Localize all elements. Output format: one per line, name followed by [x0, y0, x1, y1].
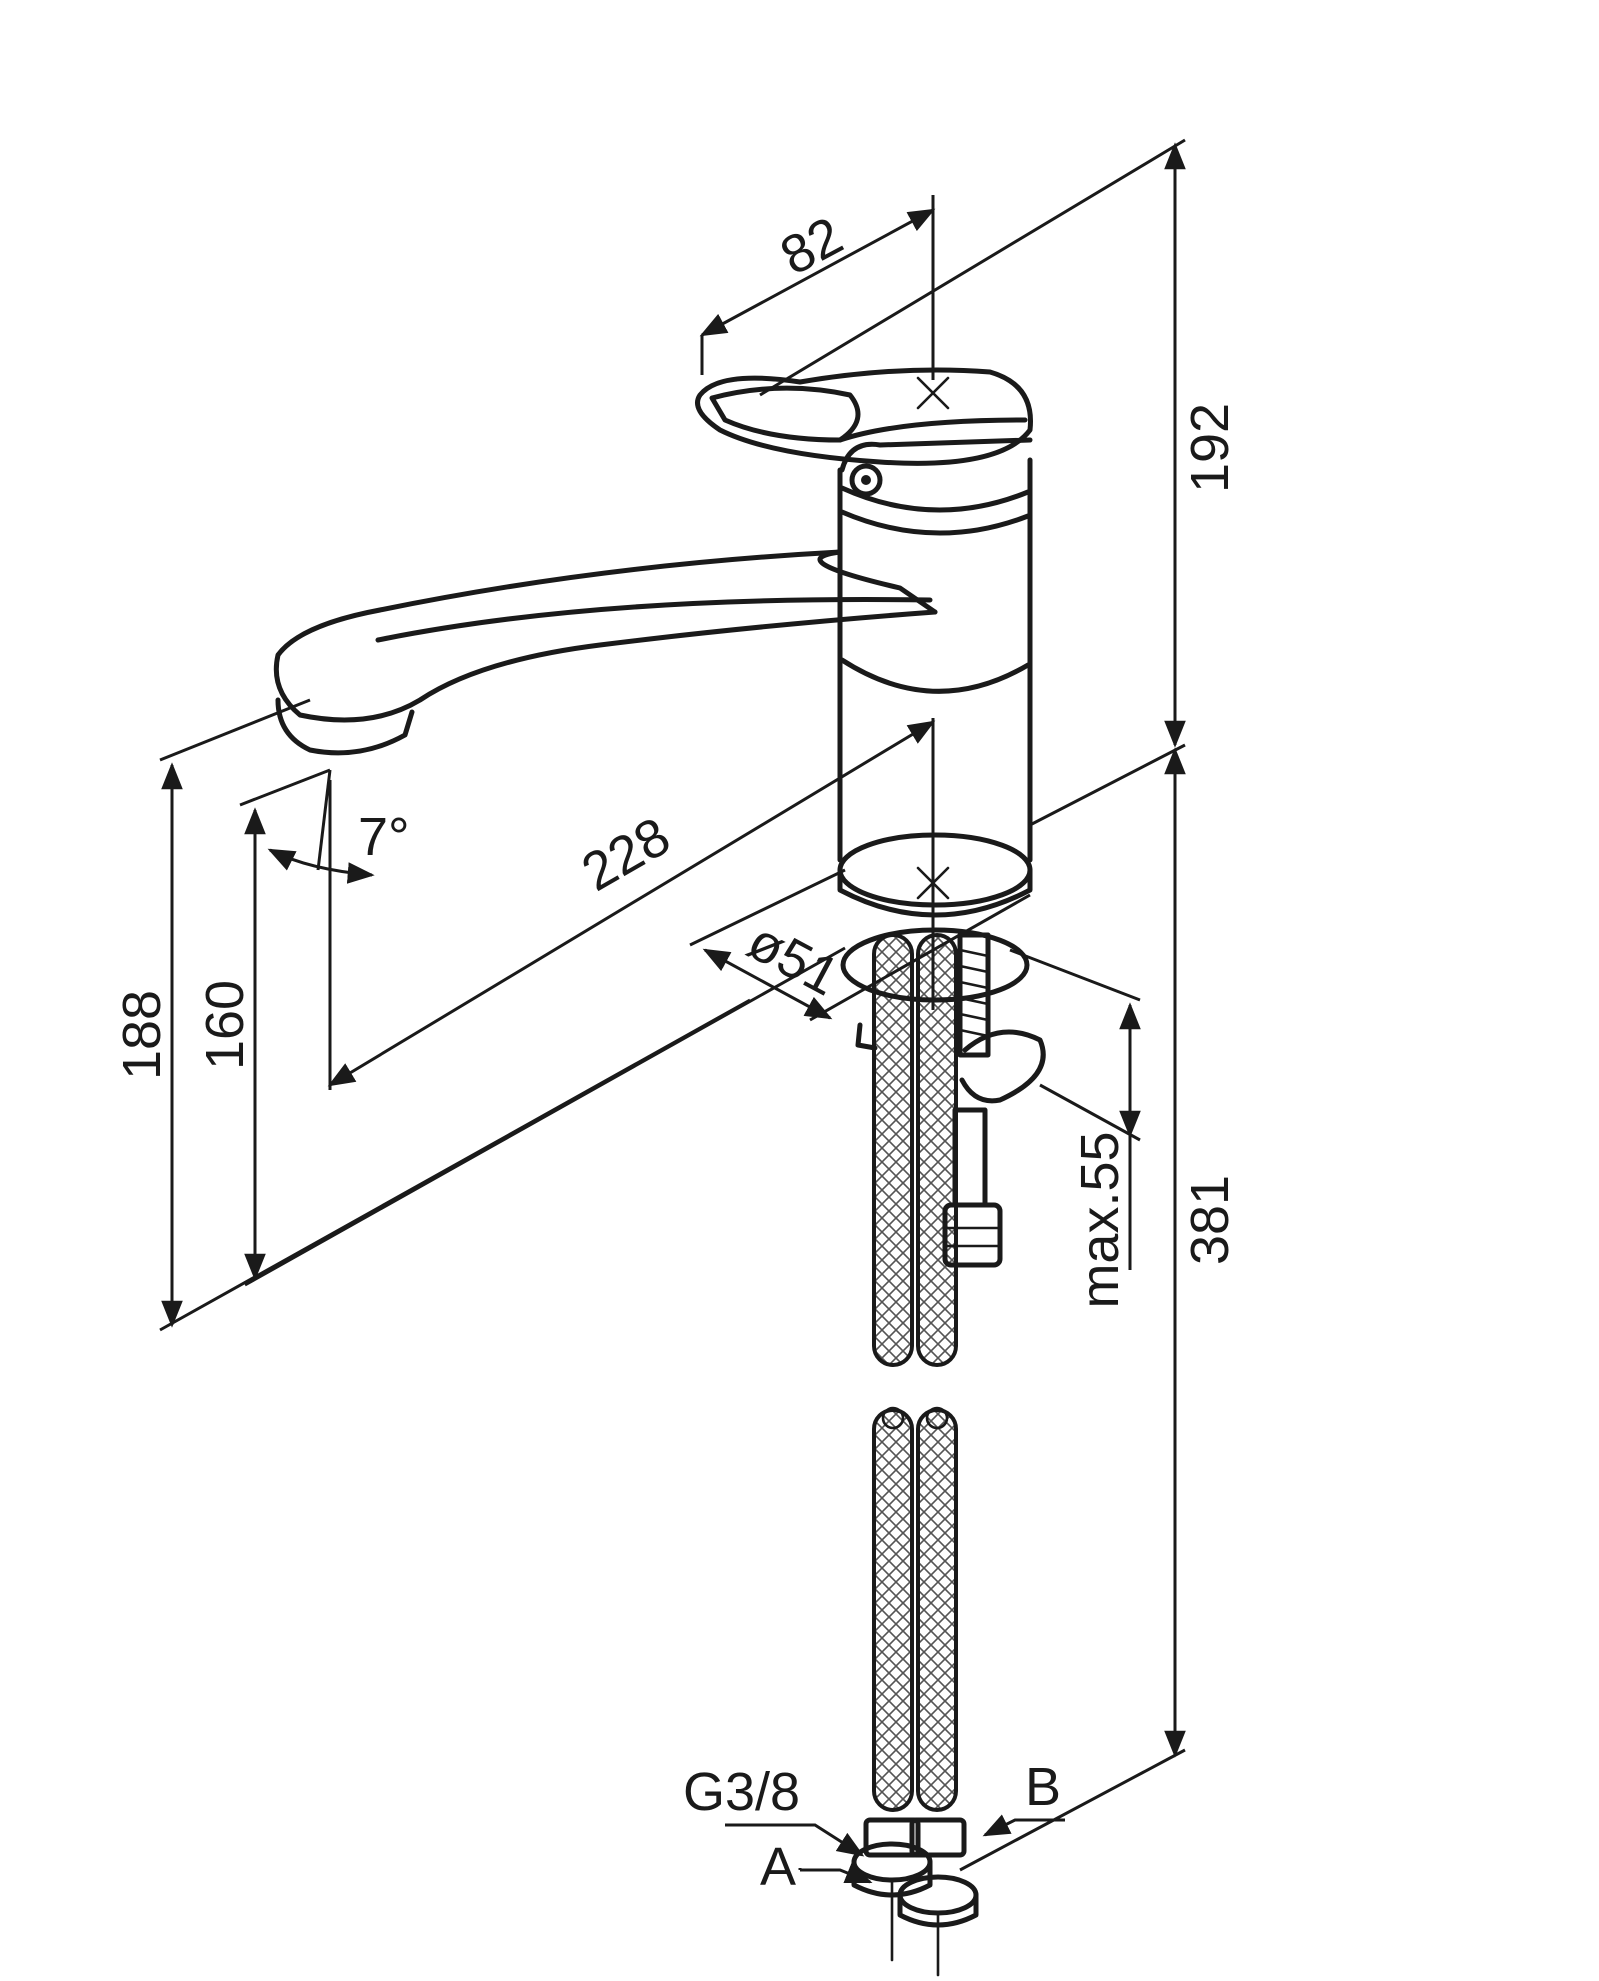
dim-381: 381: [959, 747, 1240, 1872]
dim-381-label: 381: [1180, 1175, 1240, 1265]
hose-end-fittings: [851, 1817, 979, 1977]
supply-hoses: [872, 932, 991, 1812]
callout-thread-label: G3/8: [683, 1762, 800, 1822]
dim-192-label: 192: [1180, 403, 1240, 493]
dim-188-label: 188: [112, 990, 172, 1080]
callout-b-label: B: [1025, 1757, 1061, 1817]
dim-228-label: 228: [572, 806, 680, 903]
lever-handle: [695, 367, 1033, 466]
dim-max-55-label: max.55: [1070, 1131, 1130, 1308]
dim-228: 228: [327, 718, 936, 1090]
dim-82: 82: [699, 195, 936, 380]
faucet-body: [837, 437, 1033, 918]
mounting-nut: [942, 1107, 1003, 1268]
callout-thread: G3/8: [683, 1762, 865, 1857]
dim-160: 160: [195, 768, 846, 1287]
callout-a-label: A: [760, 1837, 796, 1897]
callout-b: B: [982, 1757, 1065, 1837]
spout: [273, 549, 938, 756]
dim-192: 192: [759, 138, 1240, 827]
dim-82-label: 82: [771, 206, 852, 287]
dim-diameter-label: ø51: [738, 911, 848, 1008]
callout-a: A: [760, 1837, 873, 1897]
dim-max-55: max.55: [1009, 948, 1141, 1309]
dim-angle-7: 7°: [267, 769, 410, 884]
dim-160-label: 160: [195, 980, 255, 1070]
dim-angle-label: 7°: [358, 807, 410, 867]
